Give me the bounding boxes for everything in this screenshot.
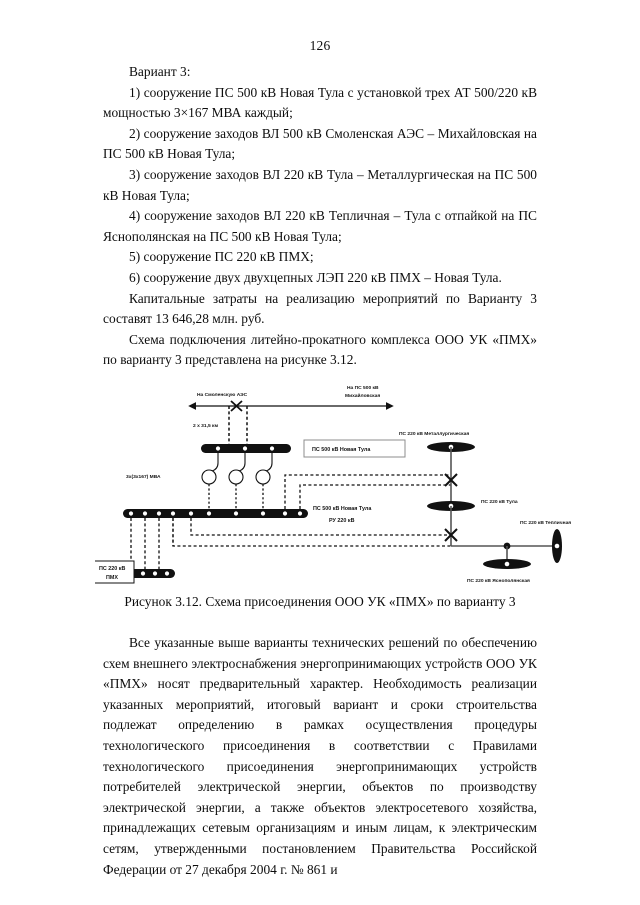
feeder-to-teplichnaya: [172, 518, 451, 547]
box-ps500-novaya-tula: ПС 500 кВ Новая Тула: [303, 439, 406, 458]
capital-costs-paragraph: Капитальные затраты на реализацию меропр…: [103, 290, 537, 327]
label-to-smolensk-npp: На Смоленскую АЭС: [197, 392, 248, 398]
variant-item-2: 2) сооружение заходов ВЛ 500 кВ Смоленск…: [103, 125, 537, 162]
transit-line-500kv: [188, 400, 394, 445]
label-ps220-teplichnaya: ПС 220 кВ Тепличная: [520, 520, 571, 526]
label-ps220-yasnopolyanskaya: ПС 220 кВ Яснополянская: [467, 578, 530, 584]
label-line-length: 2 х 31,5 км: [193, 423, 218, 429]
box-ps220-pmh: ПС 220 кВ ПМХ: [95, 560, 135, 584]
variant-item-4: 4) сооружение заходов ВЛ 220 кВ Теплична…: [103, 208, 537, 244]
variant-item-6: 6) сооружение двух двухцепных ЛЭП 220 кВ…: [129, 269, 502, 285]
label-ps500-ru220-2: РУ 220 кВ: [329, 518, 355, 524]
autotransformer-group: [201, 453, 273, 513]
label-ps220-tula: ПС 220 кВ Тула: [481, 499, 518, 505]
line-cut-marker-metallurgicheskaya: [444, 473, 458, 487]
variant-item-3: 3) сооружение заходов ВЛ 220 кВ Тула – М…: [103, 166, 537, 203]
busbar-teplichnaya: [552, 529, 562, 563]
variant-item-5: 5) сооружение ПС 220 кВ ПМХ;: [129, 249, 314, 265]
variant-heading: Вариант 3:: [129, 64, 191, 79]
top-text-block: Вариант 3: 1) сооружение ПС 500 кВ Новая…: [103, 62, 537, 371]
line-cut-marker-top: [230, 400, 243, 412]
label-to-mikhailovskaya-1: На ПС 500 кВ: [347, 385, 379, 391]
label-ps220-pmh-2: ПМХ: [106, 575, 118, 581]
scheme-reference-paragraph: Схема подключения литейно-прокатного ком…: [103, 331, 537, 368]
label-ps220-pmh-1: ПС 220 кВ: [99, 566, 125, 572]
feeder-to-metallurgicheskaya: [284, 474, 451, 509]
feeder-to-pmh: [130, 518, 174, 573]
label-ps500-ru220-1: ПС 500 кВ Новая Тула: [313, 506, 372, 512]
variant-item-1: 1) сооружение ПС 500 кВ Новая Тула с уст…: [103, 84, 537, 121]
bottom-text-block: Все указанные выше варианты технических …: [103, 633, 537, 880]
conclusion-paragraph: Все указанные выше варианты технических …: [103, 635, 537, 877]
busbar-220kv-ru: [123, 509, 308, 518]
line-cut-marker-tula: [444, 528, 458, 542]
figure-3-12: На Смоленскую АЭС На ПС 500 кВ Михайловс…: [95, 383, 587, 588]
label-ps220-metallurgicheskaya: ПС 220 кВ Металлургическая: [399, 431, 469, 437]
busbar-yasnopolyanskaya: [483, 559, 531, 569]
busbar-500kv: [201, 444, 291, 453]
figure-caption: Рисунок 3.12. Схема присоединения ООО УК…: [124, 594, 516, 609]
label-ps500-novaya-tula: ПС 500 кВ Новая Тула: [312, 447, 371, 453]
label-to-mikhailovskaya-2: Михайловская: [345, 392, 380, 399]
label-transformer-rating: 3х(3х167) МВА: [126, 474, 161, 480]
page-number: 126: [309, 38, 331, 53]
